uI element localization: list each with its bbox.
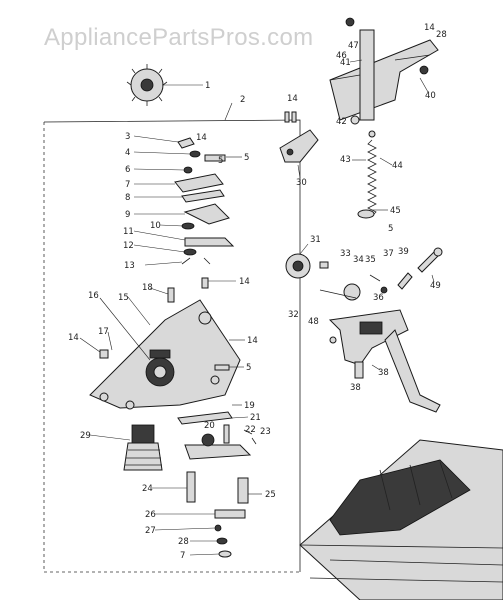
callout-15: 15 — [118, 293, 129, 303]
callout-5-b: 5 — [246, 363, 251, 373]
callout-10: 10 — [150, 221, 161, 231]
assembly-frame-left — [43, 122, 300, 573]
callout-38: 38 — [378, 368, 389, 378]
callout-23: 23 — [260, 427, 271, 437]
gear-part-29 — [123, 424, 163, 471]
callout-30: 30 — [296, 178, 307, 188]
callout-28-b: 28 — [436, 30, 447, 40]
callout-47: 47 — [348, 41, 359, 51]
callout-11: 11 — [123, 227, 134, 237]
callout-2: 2 — [240, 95, 245, 105]
callout-31: 31 — [310, 235, 321, 245]
callout-29: 29 — [80, 431, 91, 441]
callout-26: 26 — [145, 510, 156, 520]
callout-34: 34 — [353, 255, 364, 265]
callout-14-e: 14 — [424, 23, 435, 33]
callout-1: 1 — [205, 81, 210, 91]
callout-32: 32 — [288, 310, 299, 320]
main-plate-16 — [89, 299, 241, 410]
callout-14-b: 14 — [68, 333, 79, 343]
top-right-assembly — [329, 17, 439, 125]
callout-49: 49 — [430, 281, 441, 291]
callout-44: 44 — [392, 161, 403, 171]
callout-8: 8 — [125, 193, 130, 203]
callout-5: 5 — [244, 153, 249, 163]
upper-small-parts — [174, 137, 235, 265]
callout-41: 41 — [340, 58, 351, 68]
callout-3: 3 — [125, 132, 130, 142]
callout-45: 45 — [390, 206, 401, 216]
side-screws — [99, 277, 230, 371]
callout-7: 7 — [125, 180, 130, 190]
callout-27: 27 — [145, 526, 156, 536]
machine-base — [299, 439, 503, 600]
bracket-part-30 — [279, 111, 319, 163]
callout-14-f: 14 — [196, 133, 207, 143]
callout-22: 22 — [245, 425, 256, 435]
watermark-text: AppliancePartsPros.com — [44, 24, 313, 51]
callout-5-c: 5 — [388, 224, 393, 234]
roller-part-31 — [285, 253, 329, 279]
callout-4: 4 — [125, 148, 130, 158]
callout-numbers: 1 2 3 4 5 6 7 8 9 10 11 12 13 14 15 16 1… — [68, 23, 447, 561]
callout-42: 42 — [336, 117, 347, 127]
lower-linkages — [177, 411, 257, 558]
callout-24: 24 — [142, 484, 153, 494]
callout-48: 48 — [308, 317, 319, 327]
callout-9: 9 — [125, 210, 130, 220]
assembly-frame-right — [43, 119, 301, 572]
middle-right-parts — [319, 272, 413, 301]
callout-19: 19 — [244, 401, 255, 411]
callout-33: 33 — [340, 249, 351, 259]
callout-14-c: 14 — [247, 336, 258, 346]
callout-16: 16 — [88, 291, 99, 301]
callout-20: 20 — [204, 421, 215, 431]
callout-40: 40 — [425, 91, 436, 101]
callout-21: 21 — [250, 413, 261, 423]
callout-13: 13 — [124, 261, 135, 271]
callout-14: 14 — [239, 277, 250, 287]
spring-part-44 — [357, 130, 377, 219]
callout-18: 18 — [142, 283, 153, 293]
callout-6: 6 — [125, 165, 130, 175]
callout-35: 35 — [365, 255, 376, 265]
leader-lines — [79, 59, 435, 556]
callout-28: 28 — [178, 537, 189, 547]
callout-5-d: 5 — [218, 156, 223, 166]
callout-36: 36 — [373, 293, 384, 303]
lever-part-38 — [328, 309, 441, 413]
callout-14-d: 14 — [287, 94, 298, 104]
gear-part-1 — [126, 64, 168, 106]
callout-43: 43 — [340, 155, 351, 165]
callout-25: 25 — [265, 490, 276, 500]
callout-46: 46 — [336, 51, 347, 61]
callout-38-b: 38 — [350, 383, 361, 393]
callout-17: 17 — [98, 327, 109, 337]
callout-39: 39 — [398, 247, 409, 257]
callout-7-b: 7 — [180, 551, 185, 561]
rod-part-49 — [417, 247, 443, 273]
callout-37: 37 — [383, 249, 394, 259]
callout-12: 12 — [123, 241, 134, 251]
